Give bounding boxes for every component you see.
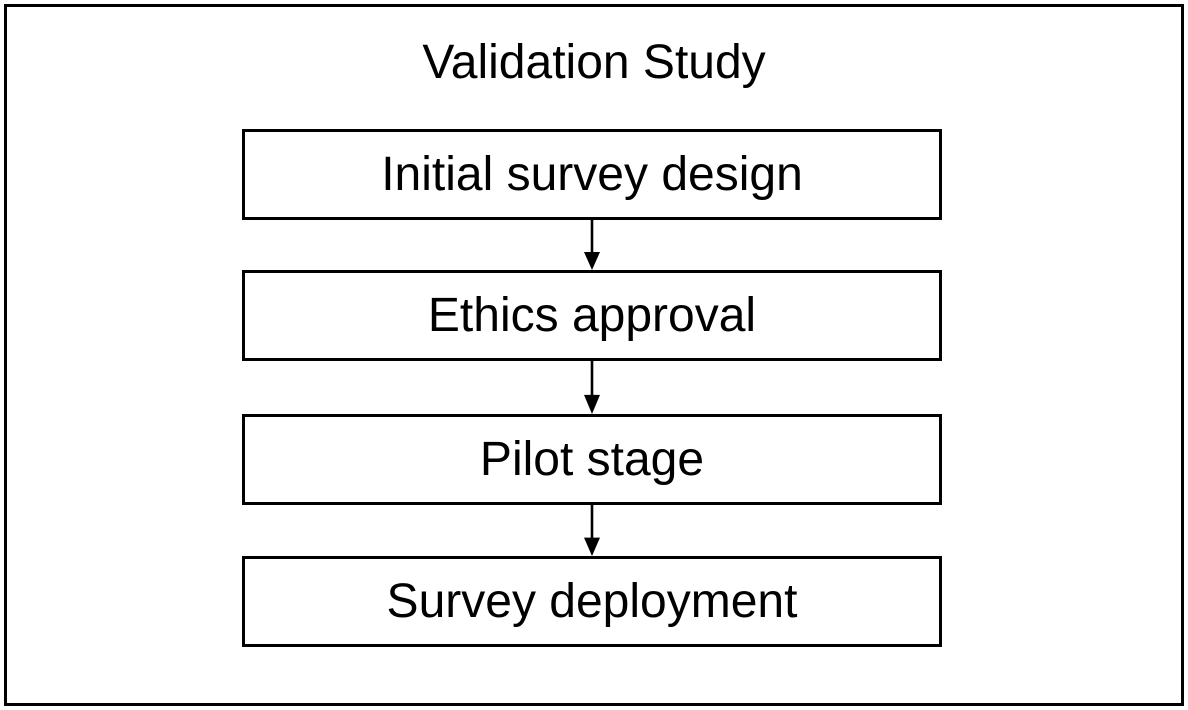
flow-step-label: Survey deployment xyxy=(386,574,798,628)
flow-step-initial-survey-design: Initial survey design xyxy=(242,129,942,220)
arrow-down-icon xyxy=(584,361,600,414)
flow-step-pilot-stage: Pilot stage xyxy=(242,414,942,505)
arrow-down-icon xyxy=(584,220,600,270)
flow-step-label: Initial survey design xyxy=(381,147,803,201)
diagram-title: Validation Study xyxy=(422,36,766,89)
flow-step-survey-deployment: Survey deployment xyxy=(242,556,942,647)
flow-step-label: Ethics approval xyxy=(427,288,757,342)
arrow-down-icon xyxy=(584,505,600,556)
flow-step-label: Pilot stage xyxy=(479,432,705,486)
flow-step-ethics-approval: Ethics approval xyxy=(242,270,942,361)
